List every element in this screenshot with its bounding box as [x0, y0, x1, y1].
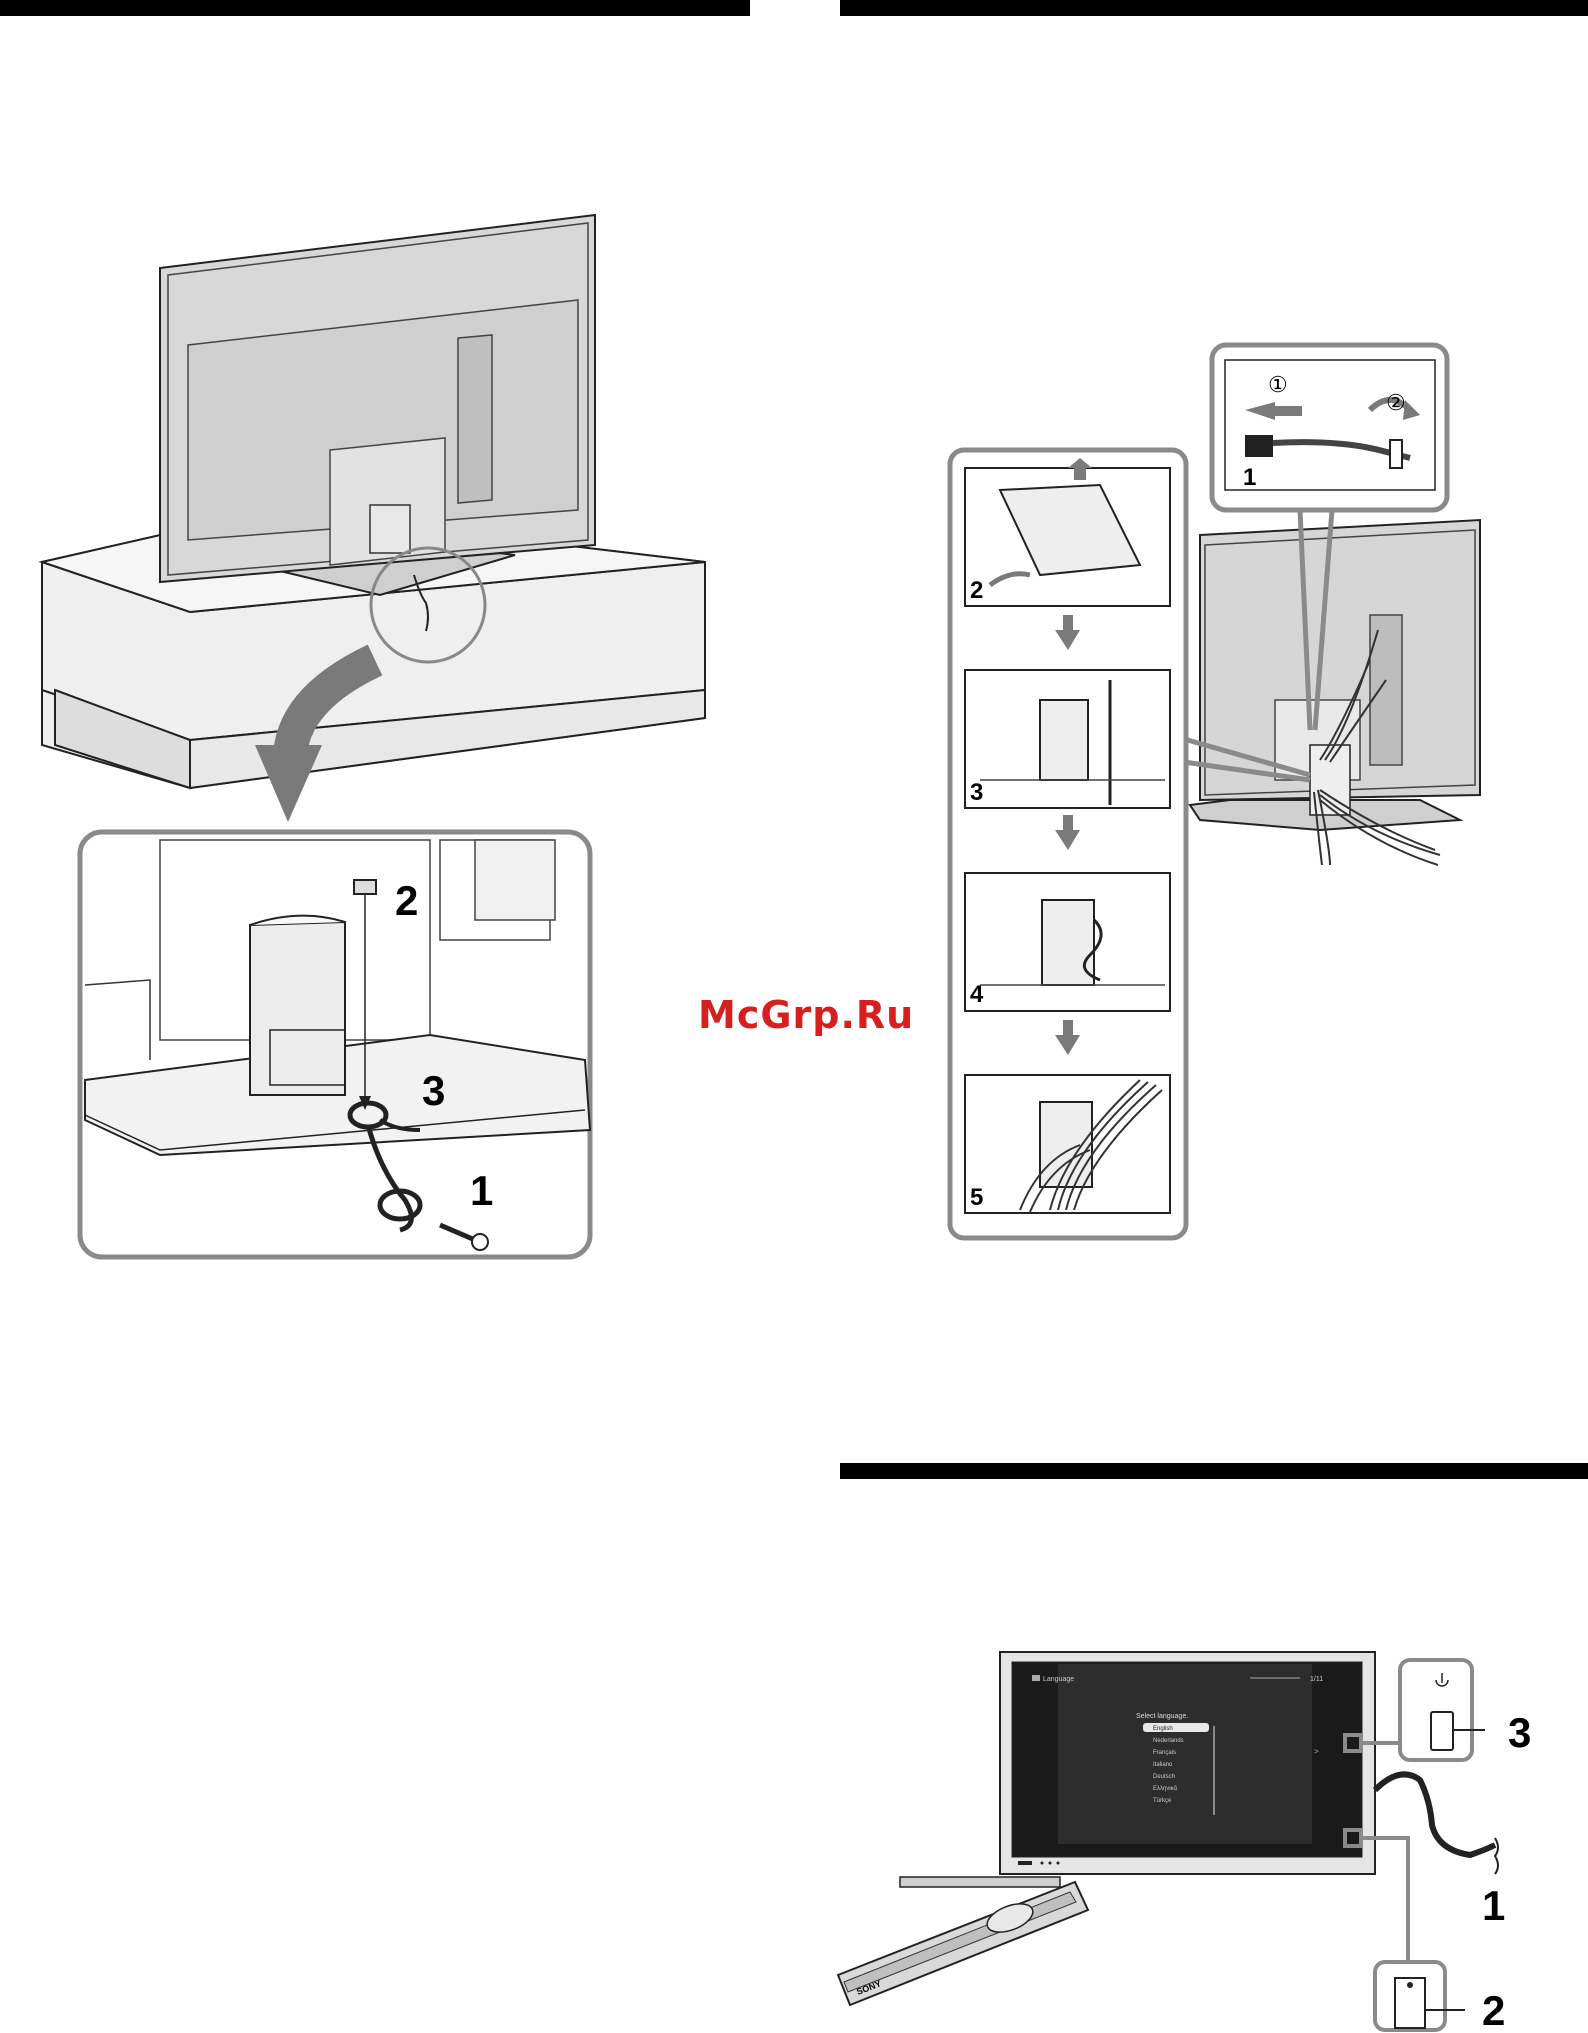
stand-callout-2: 2: [395, 877, 418, 924]
cable-step-5-label: 5: [970, 1184, 983, 1211]
language-option-1[interactable]: English: [1153, 1726, 1173, 1732]
cable-step-3-label: 3: [970, 779, 983, 806]
screen-prompt: Select language.: [1136, 1713, 1188, 1720]
cable-inset-1-mark: ①: [1268, 372, 1288, 397]
cable-management-illustration: ① ② 1 2 3 4 5: [900, 330, 1500, 1250]
language-option-5[interactable]: Deutsch: [1153, 1774, 1175, 1780]
section-bar-right-top: [840, 0, 1588, 16]
stand-callout-1: 1: [470, 1167, 493, 1214]
screen-next-arrow-icon: >: [1314, 1747, 1319, 1756]
power-button[interactable]: [1431, 1712, 1453, 1750]
screen-page-indicator: 1/11: [1310, 1676, 1323, 1683]
language-option-3[interactable]: Français: [1153, 1750, 1176, 1756]
cable-step-4-label: 4: [970, 981, 984, 1008]
language-option-7[interactable]: Türkçe: [1153, 1798, 1172, 1804]
stand-callout-3: 3: [422, 1067, 445, 1114]
initial-setup-illustration: SONY Language 1/11 Select language. Engl…: [820, 1640, 1560, 2033]
language-option-4[interactable]: Italiano: [1153, 1762, 1173, 1768]
cable-step-1-label: 1: [1243, 464, 1256, 491]
tv-stand-illustration: 2 3 1: [0, 0, 760, 1300]
screen-header: Language: [1043, 1676, 1074, 1683]
cable-step-2-label: 2: [970, 577, 983, 604]
setup-callout-1: 1: [1482, 1882, 1505, 1929]
watermark: McGrp.Ru: [698, 993, 914, 1037]
setup-callout-2: 2: [1482, 1987, 1505, 2033]
setup-callout-3: 3: [1508, 1709, 1531, 1756]
language-option-6[interactable]: Ελληνικά: [1153, 1785, 1178, 1792]
language-option-2[interactable]: Nederlands: [1153, 1738, 1184, 1744]
section-bar-right-bottom: [840, 1463, 1588, 1479]
cable-inset-2-mark: ②: [1386, 390, 1406, 415]
globe-icon: [1032, 1675, 1040, 1681]
